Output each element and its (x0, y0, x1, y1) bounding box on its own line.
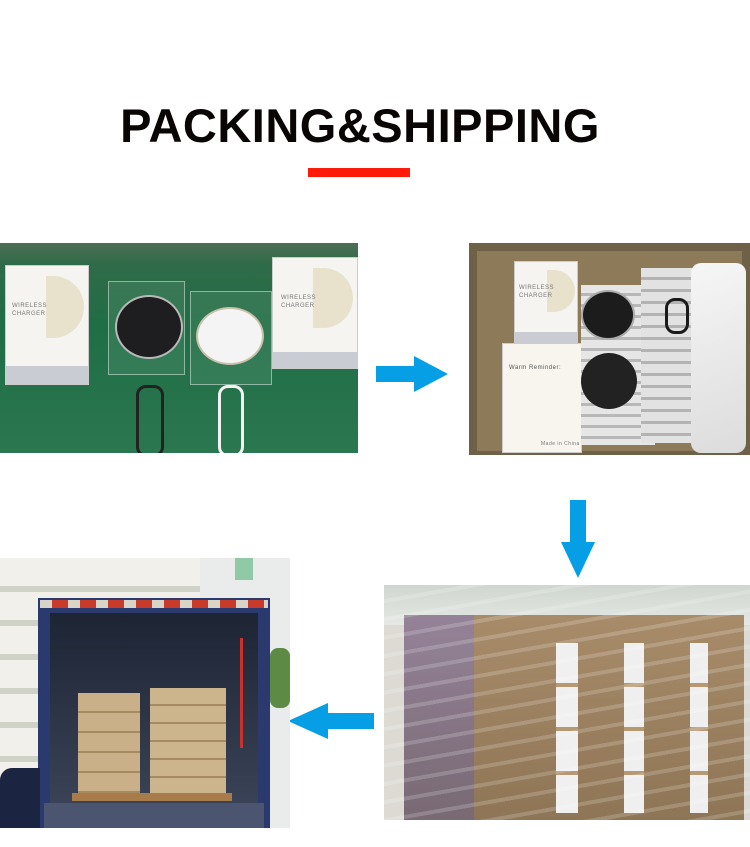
black-usb-cable (665, 298, 689, 334)
box-label: WIRELESS CHARGER (519, 285, 555, 299)
arrow-left-icon (288, 703, 374, 739)
charging-pad-bottom-side (581, 353, 637, 409)
carton-stack-right (150, 688, 226, 793)
black-usb-cable (136, 385, 164, 453)
protective-foam (691, 263, 746, 453)
carton-stack-left (78, 693, 140, 793)
black-charging-pad (581, 290, 635, 340)
warm-reminder-leaflet: Warm Reminder: Made in China (502, 343, 582, 453)
arrow-right-icon (376, 356, 448, 392)
gift-box-left: WIRELESS CHARGER (5, 265, 89, 385)
title-underline (308, 168, 410, 177)
leaflet-footer: Made in China (541, 441, 580, 447)
photo-products-laid-out: WIRELESS CHARGER WIRELESS CHARGER (0, 243, 358, 453)
photo-pallet-wrapped (384, 585, 750, 820)
white-usb-cable (218, 385, 244, 453)
gift-box-right: WIRELESS CHARGER (272, 257, 358, 369)
page-title: PACKING&SHIPPING (120, 99, 600, 152)
black-charging-pad (115, 295, 183, 359)
leaflet-title: Warm Reminder: (509, 365, 562, 371)
gift-box: WIRELESS CHARGER (514, 261, 578, 345)
photo-carton-packed: WIRELESS CHARGER Warm Reminder: Made in … (469, 243, 750, 455)
photo-truck-loading (0, 558, 290, 828)
box-label: WIRELESS CHARGER (281, 295, 317, 309)
pallet (72, 793, 232, 801)
arrow-down-icon (561, 500, 595, 578)
white-charging-pad (196, 307, 264, 365)
box-label: WIRELESS CHARGER (12, 303, 48, 317)
stretch-film (384, 585, 750, 820)
car (0, 768, 40, 828)
